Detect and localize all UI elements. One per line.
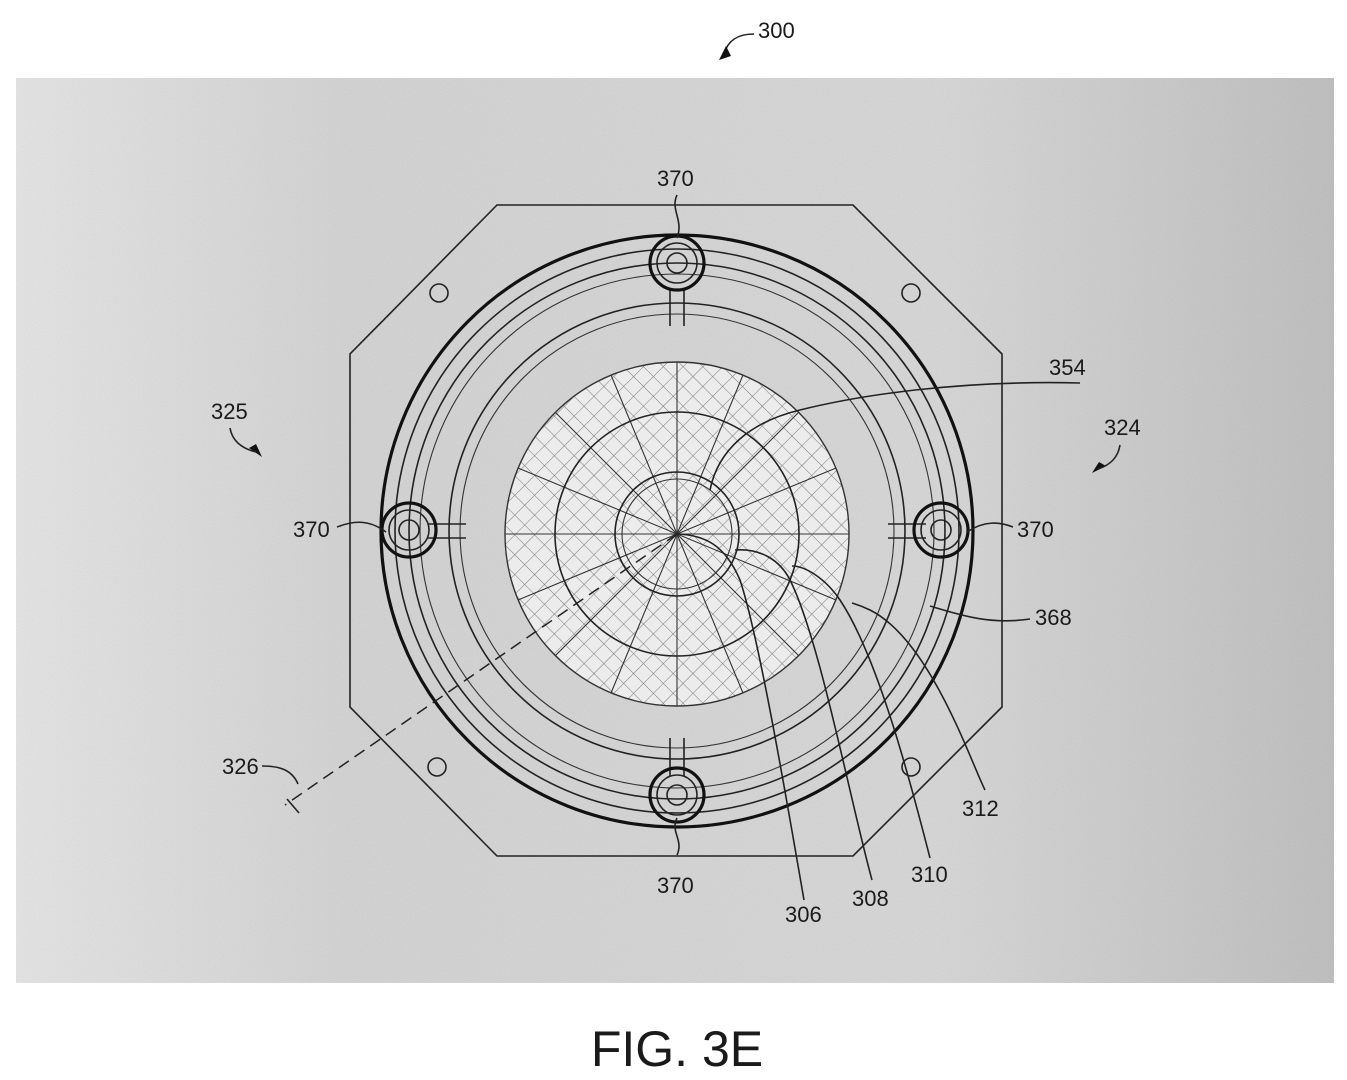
ring-2 (394, 248, 960, 814)
arrowheads (249, 46, 1106, 473)
mounting-plate (349, 204, 1003, 857)
label-354: 354 (1049, 355, 1086, 380)
mesh-ring-inner (614, 471, 740, 597)
label-312: 312 (962, 796, 999, 821)
mesh-ring-mid (554, 411, 800, 657)
leader-370-top (674, 194, 680, 239)
arrowhead-300 (719, 46, 731, 60)
bolt-hole-bottom-right (901, 757, 921, 777)
leader-370-left (336, 521, 387, 533)
label-325: 325 (211, 399, 248, 424)
label-300: 300 (758, 18, 795, 43)
axis-326-tick (286, 798, 300, 814)
arrow-324-curve (1097, 444, 1121, 470)
mesh-ring-core (621, 478, 733, 590)
reference-labels: 300 370 370 370 370 354 325 324 368 326 … (211, 18, 1141, 927)
leader-354 (709, 381, 1081, 491)
arrowhead-324 (1092, 462, 1106, 473)
ring-4 (419, 273, 935, 789)
leader-326 (261, 765, 299, 785)
bolt-hole-top-left (429, 283, 449, 303)
label-370-left: 370 (293, 517, 330, 542)
leader-306 (676, 533, 805, 901)
label-326: 326 (222, 754, 259, 779)
label-308: 308 (852, 886, 889, 911)
leader-310 (791, 565, 931, 859)
leader-370-bottom (674, 817, 680, 856)
label-324: 324 (1104, 415, 1141, 440)
leader-370-right (966, 522, 1014, 533)
arrow-curves (229, 427, 1121, 470)
bolt-hole-top-right (901, 283, 921, 303)
label-370-top: 370 (657, 166, 694, 191)
lug-right (912, 501, 970, 559)
lug-top (648, 234, 706, 292)
bolt-hole-bottom-left (427, 757, 447, 777)
label-370-bottom: 370 (657, 873, 694, 898)
label-306: 306 (785, 902, 822, 927)
arrow-325-curve (229, 427, 257, 453)
ring-5 (448, 302, 906, 760)
label-370-right: 370 (1017, 517, 1054, 542)
arrowhead-325 (249, 444, 262, 457)
axis-326-dashed-line (284, 533, 678, 806)
leader-368 (929, 605, 1031, 622)
label-368: 368 (1035, 605, 1072, 630)
label-310: 310 (911, 862, 948, 887)
leader-lines (261, 33, 1081, 901)
ring-6 (459, 313, 895, 749)
lug-bottom (648, 766, 706, 824)
corner-bolt-holes (427, 283, 921, 777)
ring-3 (408, 262, 946, 800)
figure-caption: FIG. 3E (591, 1021, 763, 1077)
leader-312 (851, 602, 986, 791)
leader-308 (734, 549, 873, 881)
